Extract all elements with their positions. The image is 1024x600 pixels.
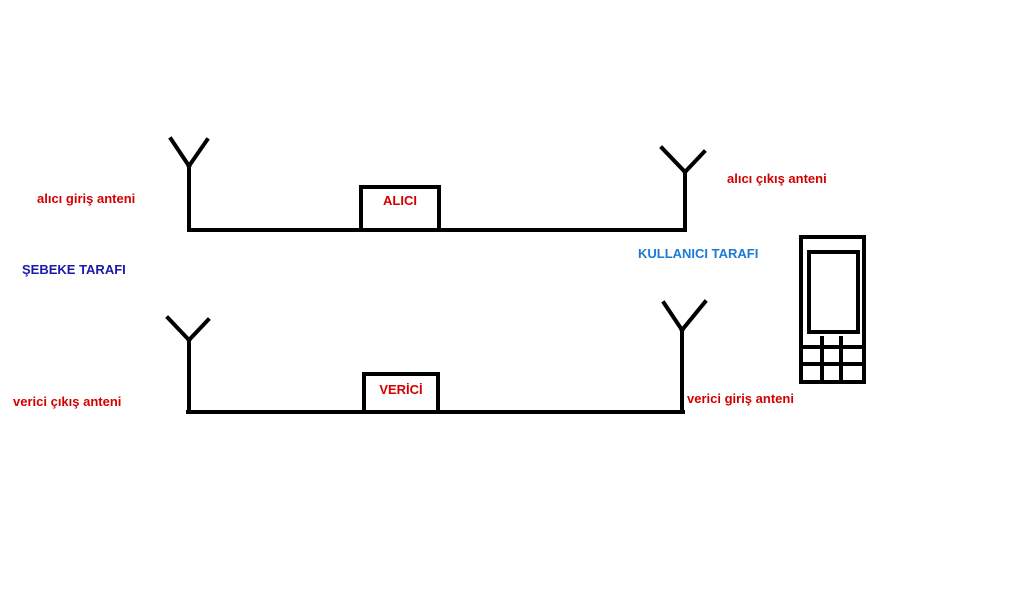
receiver-output-antenna-icon [659,145,707,232]
transmitter-input-antenna-label: verici giriş anteni [687,391,794,406]
mobile-phone-icon [799,235,866,384]
receiver-input-antenna-label: alıcı giriş anteni [37,191,136,206]
transmitter-box-label: VERİCİ [379,382,423,397]
receiver-box-label: ALICI [383,193,417,208]
transmitter-output-antenna-label: verici çıkış anteni [13,394,122,409]
transmitter-input-antenna-icon [661,299,708,414]
receiver-output-antenna-label: alıcı çıkış anteni [727,171,827,186]
network-side-label: ŞEBEKE TARAFI [22,262,126,277]
receiver-input-antenna-icon [168,136,210,232]
receiver-box [359,185,441,232]
transmitter-output-antenna-icon [165,315,211,414]
user-side-label: KULLANICI TARAFI [638,246,759,261]
transmitter-box [362,372,440,414]
